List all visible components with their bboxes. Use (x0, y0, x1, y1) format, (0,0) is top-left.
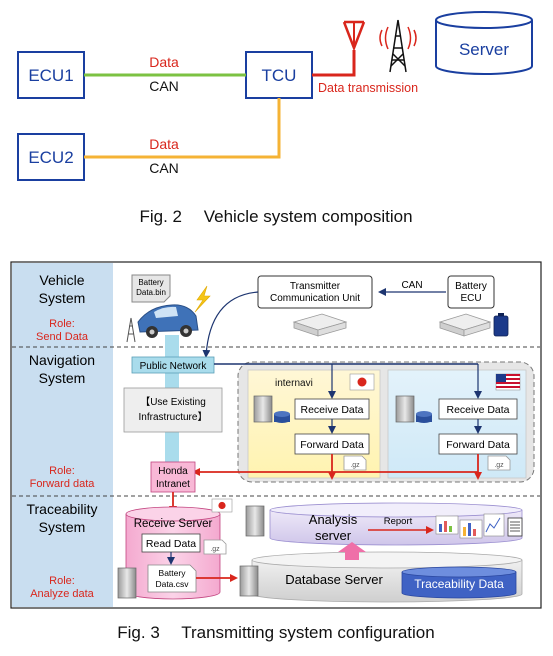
ecu1-label: ECU1 (28, 66, 73, 85)
existing-infra-label-1: 【Use Existing (140, 396, 206, 408)
honda-intranet-label-1: Honda (158, 466, 188, 477)
navigation-title-1: Navigation (29, 352, 95, 368)
navigation-title-2: System (39, 370, 86, 386)
us-gz-file-icon (487, 455, 511, 471)
fig2-caption: Fig. 2 Vehicle system composition (139, 207, 412, 226)
report-document-icon (507, 517, 523, 537)
battery-ecu-label-1: Battery (455, 281, 487, 292)
ecu2-label: ECU2 (28, 148, 73, 167)
database-to-analysis-arrow (338, 542, 366, 560)
can-label-1: CAN (149, 78, 179, 94)
traceability-data-cylinder (401, 566, 517, 599)
us-flag-icon (495, 373, 521, 391)
analysis-server-label-2: server (315, 528, 352, 543)
analysis-server-label-1: Analysis (309, 512, 358, 527)
vehicle-uplink-pipe (165, 335, 179, 357)
tcu-to-network-arrow (202, 291, 259, 358)
battery-pack-icon (493, 313, 509, 337)
vehicle-title-1: Vehicle (39, 272, 84, 288)
ecu2-can-line (84, 98, 281, 159)
us-gz-label: .gz (494, 462, 504, 469)
vehicle-role-2: Send Data (36, 331, 89, 343)
jp-receive-data-label: Receive Data (300, 404, 363, 416)
jp-gz-file-icon (343, 455, 367, 471)
traceability-data-label: Traceability Data (414, 577, 504, 591)
navigation-role-1: Role: (49, 465, 75, 477)
data-transmission-label: Data transmission (318, 81, 418, 95)
tcu-box-label-1: Transmitter (290, 281, 341, 292)
existing-infra-box (123, 387, 223, 433)
receive-gz-file-icon (203, 539, 227, 555)
sidebar-panel (12, 263, 113, 607)
read-data-label: Read Data (146, 538, 196, 550)
jp-forward-data-label: Forward Data (300, 439, 364, 451)
jp-server-icon (253, 395, 290, 423)
server-label: Server (459, 40, 509, 59)
server-cylinder-icon (435, 11, 533, 75)
database-server-label: Database Server (285, 572, 383, 587)
battery-bin-file-icon (131, 274, 171, 303)
vehicle-role-1: Role: (49, 318, 75, 330)
japan-flag-small-icon (211, 498, 233, 513)
us-server-icon (395, 395, 432, 423)
receive-host-server-icon (117, 567, 137, 599)
tcu-box-label-2: Communication Unit (270, 293, 360, 304)
ecu-device-icon (438, 313, 492, 337)
receive-gz-label: .gz (210, 546, 220, 553)
jp-gz-label: .gz (350, 462, 360, 469)
battery-csv-label-1: Battery (159, 568, 187, 578)
database-host-server-icon (239, 565, 259, 597)
report-label: Report (384, 516, 413, 527)
existing-infra-label-2: Infrastructure】 (139, 411, 208, 423)
antenna-icon (342, 20, 366, 52)
fig3-caption: Fig. 3 Transmitting system configuration (117, 623, 434, 642)
us-receive-data-label: Receive Data (446, 404, 509, 416)
analysis-host-server-icon (245, 505, 265, 537)
internavi-label: internavi (275, 378, 313, 389)
battery-ecu-box (447, 275, 495, 309)
battery-bin-file-2: Data.bin (136, 288, 166, 297)
small-cell-tower-icon (126, 317, 136, 343)
battery-bin-file-1: Battery (138, 278, 163, 287)
traceability-title-2: System (39, 519, 86, 535)
traceability-title-1: Traceability (26, 501, 97, 517)
fig2-vehicle-system-composition: ECU1 ECU2 TCU Data CAN Data CAN Data tra… (17, 11, 533, 226)
us-forward-data-label: Forward Data (446, 439, 510, 451)
battery-ecu-label-2: ECU (460, 293, 481, 304)
ecu2-box (17, 133, 85, 181)
traceability-role-1: Role: (49, 575, 75, 587)
can-label-2: CAN (149, 160, 179, 176)
vehicle-title-2: System (39, 290, 86, 306)
lightning-icon (194, 285, 211, 313)
fig3-transmitting-system: Vehicle System Role: Send Data Navigatio… (10, 261, 542, 642)
public-network-box (131, 356, 215, 374)
transmission-line (312, 50, 356, 77)
honda-intranet-box (150, 461, 196, 493)
public-network-label: Public Network (140, 361, 208, 372)
tcu-label: TCU (262, 66, 297, 85)
analysis-server-cylinder (269, 502, 523, 546)
radio-waves-icon (379, 26, 417, 50)
report-charts-icon (435, 513, 505, 539)
data-label-1: Data (149, 54, 179, 70)
traceability-role-2: Analyze data (30, 588, 94, 600)
car-icon (137, 304, 199, 338)
navigation-role-2: Forward data (30, 478, 96, 490)
receive-server-label: Receive Server (134, 518, 213, 530)
battery-csv-file-icon (147, 564, 197, 593)
data-label-2: Data (149, 136, 179, 152)
can-label-fig3: CAN (401, 280, 422, 291)
japan-flag-icon (349, 373, 375, 391)
honda-intranet-label-2: Intranet (156, 479, 190, 490)
ecu1-box (17, 51, 85, 99)
cell-tower-icon (389, 19, 407, 73)
battery-csv-label-2: Data.csv (155, 579, 189, 589)
tcu-device-icon (292, 313, 348, 337)
